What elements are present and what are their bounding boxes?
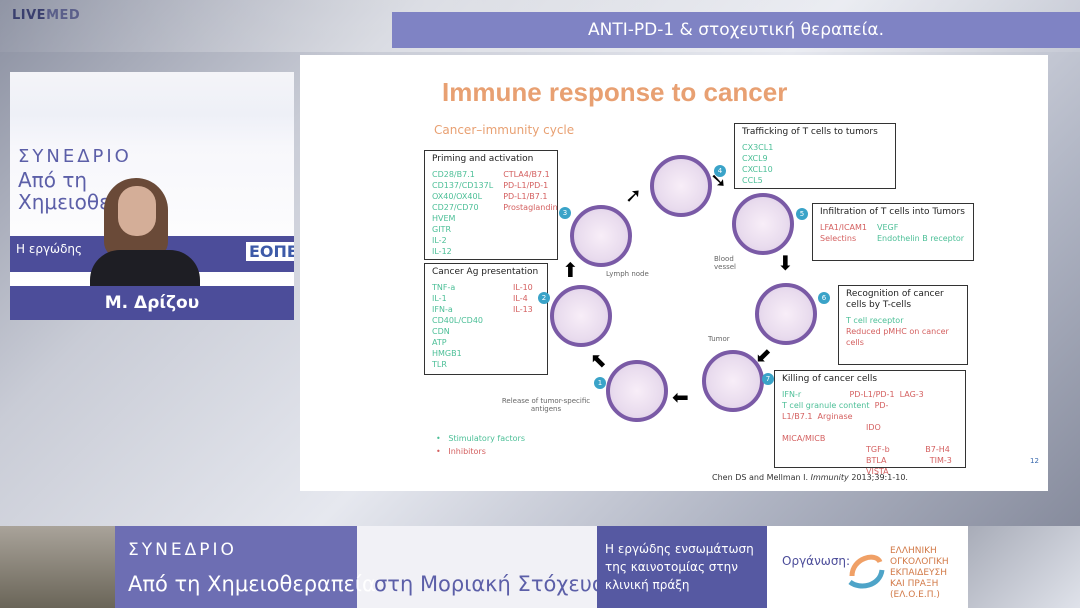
cycle-node-2 (550, 285, 612, 347)
organizer-name: ΕΛΛΗΝΙΚΗ ΟΓΚΟΛΟΓΙΚΗ ΕΚΠΑΙΔΕΥΣΗ ΚΑΙ ΠΡΑΞΗ… (890, 546, 949, 600)
release-label: Release of tumor-specific antigens (501, 397, 591, 413)
step-badge: 2 (538, 292, 550, 304)
recognition-box: Recognition of cancer cells by T-cells T… (838, 285, 968, 365)
cancer-ag-heading: Cancer Ag presentation (432, 267, 539, 277)
bottom-banner: ΣΥΝΕΔΡΙΟ Από τη Χημειοθεραπεία στη Μορια… (0, 526, 1080, 608)
slide-page-number: 12 (1030, 457, 1039, 465)
infiltration-heading: Infiltration of T cells into Tumors (820, 207, 965, 217)
recognition-heading: Recognition of cancer cells by T-cells (846, 289, 944, 310)
banner-synedrio: ΣΥΝΕΔΡΙΟ (128, 540, 237, 560)
cycle-arrow-icon: ⬉ (590, 348, 607, 372)
step-badge: 6 (818, 292, 830, 304)
step-badge: 4 (714, 165, 726, 177)
banner-light-panel (357, 526, 597, 608)
killing-box: Killing of cancer cells IFN-r PD-L1/PD-1… (774, 370, 966, 476)
slide-title: Immune response to cancer (442, 77, 788, 107)
citation: Chen DS and Mellman I. Immunity 2013;39:… (712, 473, 908, 482)
organizer-label: Οργάνωση: (782, 554, 851, 568)
recognition-items: T cell receptor Reduced pMHC on cancer c… (846, 316, 949, 347)
priming-heading: Priming and activation (432, 154, 534, 164)
banner-line-white: Από τη Χημειοθεραπεία (128, 572, 376, 596)
step-badge: 5 (796, 208, 808, 220)
legend-stimulatory: • Stimulatory factors (436, 434, 525, 443)
cycle-arrow-icon: ⬋ (755, 343, 772, 367)
slide: Immune response to cancer Cancer–immunit… (300, 55, 1048, 491)
trafficking-heading: Trafficking of T cells to tumors (742, 127, 878, 137)
banner-purple-panel (115, 526, 357, 608)
cycle-arrow-icon: ➚ (625, 183, 642, 207)
killing-heading: Killing of cancer cells (782, 374, 878, 384)
legend: • Stimulatory factors • Inhibitors (436, 432, 525, 458)
sculpture-image (0, 526, 115, 608)
infiltration-box: Infiltration of T cells into Tumors LFA1… (812, 203, 974, 261)
killing-items: IFN-r PD-L1/PD-1 LAG-3 T cell granule co… (782, 390, 952, 476)
speaker-face (118, 186, 156, 236)
cycle-arrow-icon: ⬇ (777, 251, 794, 275)
speaker-body (90, 250, 200, 286)
video-banner-synedrio: ΣΥΝΕΔΡΙΟ (18, 146, 132, 167)
cycle-node-1 (606, 360, 668, 422)
step-badge: 1 (594, 377, 606, 389)
step-badge: 7 (762, 373, 774, 385)
livemed-logo: LIVEMED (12, 8, 81, 23)
cycle-arrow-icon: ➘ (710, 168, 727, 192)
speaker-name: Μ. Δρίζου (10, 286, 294, 320)
step-badge: 3 (559, 207, 571, 219)
cycle-label: Cancer–immunity cycle (434, 123, 575, 137)
banner-right-image (968, 526, 1080, 608)
speaker-video: ΣΥΝΕΔΡΙΟ Από τη Χημειοθε Η εργώδης ΕΟΠΕ (10, 72, 294, 286)
eloep-logo-icon (848, 554, 885, 589)
cycle-node-5 (732, 193, 794, 255)
banner-line-purple: στη Μοριακή Στόχευση (374, 572, 619, 596)
video-banner-line1: Από τη (18, 168, 88, 192)
speaker-figure (90, 178, 200, 286)
cycle-node-4 (650, 155, 712, 217)
blood-vessel-label: Blood vessel (714, 255, 736, 271)
presentation-title: ANTI-PD-1 & στοχευτική θεραπεία. (392, 12, 1080, 48)
cycle-node-3 (570, 205, 632, 267)
legend-inhibitors: • Inhibitors (436, 447, 486, 456)
cycle-arrow-icon: ⬆ (562, 258, 579, 282)
cycle-node-6 (755, 283, 817, 345)
lymph-node-label: Lymph node (606, 270, 649, 278)
tumor-label: Tumor (708, 335, 730, 343)
video-banner-logo: ΕΟΠΕ (246, 242, 294, 261)
banner-tagline: Η εργώδης ενσωμάτωση της καινοτομίας στη… (597, 526, 767, 608)
video-banner-line2: Χημειοθε (18, 190, 110, 214)
cycle-arrow-icon: ⬅ (672, 385, 689, 409)
